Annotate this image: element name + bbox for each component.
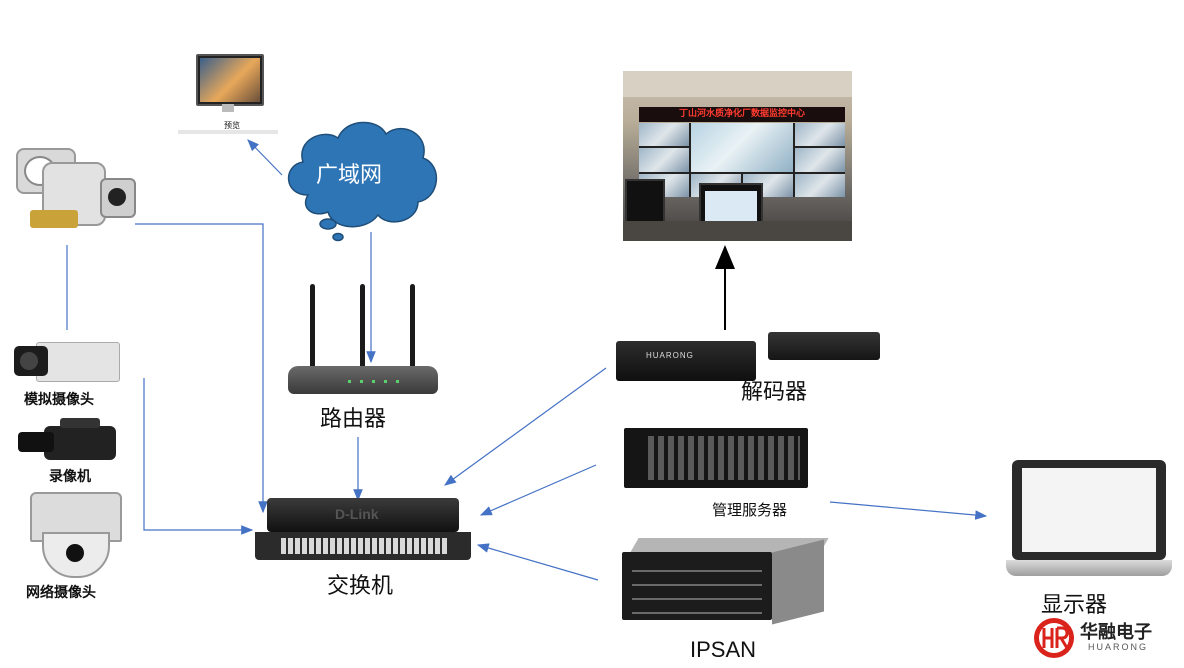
ipsan-to-switch-line bbox=[476, 543, 599, 581]
network-camera-label: 网络摄像头 bbox=[26, 584, 96, 600]
switch-label: 交换机 bbox=[327, 573, 394, 598]
camcorder bbox=[14, 418, 120, 462]
mgmt-to-display-line bbox=[829, 501, 988, 520]
switch-brand: D-Link bbox=[335, 506, 379, 522]
network-camera bbox=[28, 492, 122, 578]
wan-to-preview-line bbox=[247, 139, 283, 176]
wan-cloud bbox=[287, 121, 438, 242]
decoder-large: HUARONG bbox=[616, 333, 762, 385]
router-label: 路由器 bbox=[320, 406, 387, 431]
switch: D-Link bbox=[255, 498, 471, 564]
router bbox=[288, 284, 438, 396]
analog-camera bbox=[14, 340, 120, 384]
video-wall-photo: 丁山河水质净化厂数据监控中心 bbox=[623, 71, 852, 241]
video-wall-banner: 丁山河水质净化厂数据监控中心 bbox=[639, 107, 845, 122]
ptz-camera bbox=[8, 140, 136, 235]
logo-name-en: HUARONG bbox=[1088, 642, 1149, 652]
preview-label: 预览 bbox=[224, 121, 240, 130]
huarong-logo-icon bbox=[1034, 618, 1074, 658]
decoder-small bbox=[768, 330, 882, 364]
management-server bbox=[624, 428, 808, 490]
management-server-label: 管理服务器 bbox=[712, 502, 788, 519]
preview-monitor bbox=[178, 52, 278, 134]
ptz-camera-to-switch-line bbox=[135, 223, 268, 514]
ipsan-storage bbox=[622, 538, 829, 625]
decoder-brand: HUARONG bbox=[646, 351, 694, 360]
huarong-logo: 华融电子 HUARONG bbox=[1032, 616, 1172, 662]
wan-label: 广域网 bbox=[316, 162, 383, 187]
display-label: 显示器 bbox=[1041, 592, 1108, 617]
cameras-to-switch-line bbox=[143, 378, 254, 535]
logo-name-cn: 华融电子 bbox=[1080, 622, 1152, 642]
analog-camera-label: 模拟摄像头 bbox=[24, 391, 94, 407]
desk-monitor-left bbox=[625, 179, 665, 223]
decoder-to-switch-line bbox=[444, 367, 607, 486]
camcorder-label: 录像机 bbox=[49, 468, 91, 484]
ipsan-label: IPSAN bbox=[690, 637, 757, 662]
mgmt-to-switch-line bbox=[479, 464, 597, 516]
laptop-display bbox=[1006, 460, 1172, 580]
decoder-label: 解码器 bbox=[741, 379, 808, 404]
